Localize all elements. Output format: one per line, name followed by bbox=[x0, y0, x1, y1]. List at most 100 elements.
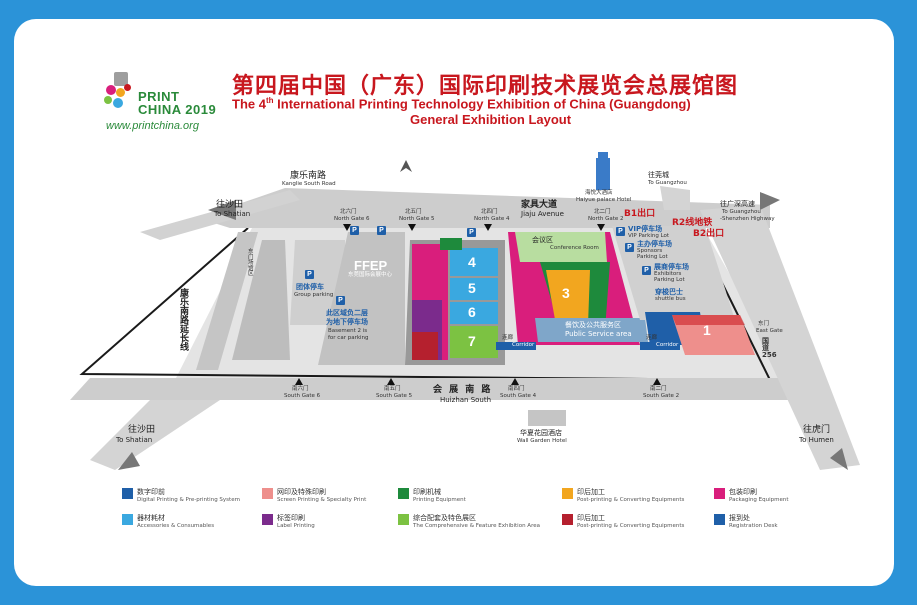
title-english: The 4th International Printing Technolog… bbox=[232, 96, 691, 111]
public-service-cn: 餐饮及公共服务区 bbox=[565, 321, 621, 329]
hall-1-top bbox=[672, 315, 745, 325]
p-north4-icon: P bbox=[467, 228, 476, 237]
basement-cn2: 为地下停车场 bbox=[326, 318, 368, 326]
gate-n5-cn: 北五门 bbox=[405, 209, 422, 215]
vip-parking-en: VIP Parking Lot bbox=[628, 233, 670, 239]
hall-5-label[interactable]: 5 bbox=[468, 280, 476, 296]
left-block-c bbox=[318, 232, 405, 365]
sponsor-parking-p-icon: P bbox=[625, 243, 634, 252]
gate-n5-marker-icon bbox=[408, 224, 416, 231]
legend-cn: 器材耗材 bbox=[137, 514, 165, 522]
logo-line1: PRINT bbox=[138, 89, 180, 104]
hall-6-shape bbox=[450, 302, 498, 324]
left-block-a bbox=[232, 240, 290, 360]
hall-4-shape bbox=[450, 248, 498, 276]
conference-cn: 会议区 bbox=[532, 236, 553, 244]
gate-s2-marker-icon bbox=[653, 378, 661, 385]
legend-en: Screen Printing & Specialty Print bbox=[277, 497, 367, 503]
gate-n6-cn: 北六门 bbox=[340, 209, 357, 215]
basement-cn1: 此区域负二层 bbox=[326, 309, 368, 317]
legend-swatch bbox=[122, 488, 133, 499]
road-bottom-left bbox=[90, 400, 220, 470]
public-service-block bbox=[535, 318, 648, 342]
gate-s4-en: South Gate 4 bbox=[500, 393, 537, 399]
legend-swatch bbox=[562, 488, 573, 499]
legend-cn: 数字印前 bbox=[137, 488, 165, 496]
hall-6-label[interactable]: 6 bbox=[468, 304, 476, 320]
south-road bbox=[70, 378, 800, 400]
right-parking-area bbox=[612, 226, 735, 320]
hall-1-label[interactable]: 1 bbox=[703, 322, 711, 338]
gate-east-cn: 东门 bbox=[758, 321, 770, 327]
vip-parking-p-icon: P bbox=[616, 227, 625, 236]
kangle-road-ext bbox=[196, 232, 258, 370]
road-highway-cn: 往广深高速 bbox=[720, 200, 755, 208]
hall-4-label[interactable]: 4 bbox=[468, 254, 476, 270]
p-north6-icon: P bbox=[350, 226, 359, 235]
road-humen-en: To Humen bbox=[799, 436, 834, 444]
north-road bbox=[198, 188, 770, 228]
legend-swatch bbox=[714, 488, 725, 499]
hall-3-label[interactable]: 3 bbox=[562, 285, 570, 301]
basement-p-icon: P bbox=[336, 296, 345, 305]
road-highway-en2: -Shenzhen Highway bbox=[720, 216, 775, 222]
hall-3-orange bbox=[546, 270, 590, 325]
logo-url[interactable]: www.printchina.org bbox=[106, 120, 199, 132]
title-en-prefix: The 4 bbox=[232, 96, 266, 112]
legend-en: Registration Desk bbox=[729, 523, 778, 529]
arrow-bottom-right bbox=[830, 448, 848, 470]
legend-cn: 综合配套及特色展区 bbox=[413, 514, 476, 522]
sponsor-parking-cn: 主办停车场 bbox=[637, 240, 672, 248]
hall-block-green-strip bbox=[440, 238, 462, 250]
ffep-logo: FFEP bbox=[354, 258, 388, 273]
title-en-sup: th bbox=[265, 96, 274, 105]
legend-en: Digital Printing & Pre-printing System bbox=[137, 497, 240, 503]
road-kangle-en: Kanglie South Road bbox=[282, 181, 336, 187]
corridor-right-en: Corridor bbox=[656, 342, 679, 348]
registration-icon bbox=[714, 514, 725, 525]
sponsor-parking-en2: Parking Lot bbox=[637, 254, 668, 260]
exit-b1: B1出口 bbox=[624, 209, 656, 219]
legend-cn: 网印及特殊印刷 bbox=[277, 488, 326, 496]
compass-icon bbox=[400, 160, 412, 172]
arrow-to-shatian-top bbox=[208, 200, 236, 220]
wall-garden-cn: 华夏花园酒店 bbox=[520, 429, 562, 437]
gate-s5-en: South Gate 5 bbox=[376, 393, 413, 399]
corridor-left-cn: 连廊 bbox=[502, 335, 514, 341]
group-parking-en: Group parking bbox=[294, 292, 334, 298]
public-service-en: Public Service area bbox=[565, 330, 632, 338]
road-guangzhou-en: To Guangzhou bbox=[648, 180, 687, 186]
road-g256: 国道256 bbox=[762, 337, 777, 359]
road-jiaju-en: Jiaju Avenue bbox=[521, 210, 564, 218]
road-to-guangzhou bbox=[660, 186, 690, 210]
road-shatian-top-en: To Shatian bbox=[214, 210, 251, 218]
top-left-road bbox=[140, 190, 300, 240]
road-huizhan-cn: 会 展 南 路 bbox=[433, 385, 493, 395]
left-road-label: 东门场馆区 bbox=[248, 249, 254, 277]
perimeter-route bbox=[79, 227, 772, 382]
legend-en: Post-printing & Converting Equipments bbox=[577, 523, 685, 529]
basement-en2: for car parking bbox=[328, 335, 369, 341]
hotel-en: Haiyue palace Hotel bbox=[576, 197, 632, 203]
hall-block-red bbox=[412, 332, 438, 360]
road-shatian-bot-en: To Shatian bbox=[116, 436, 153, 444]
metro-r2: R2线地铁 bbox=[672, 218, 713, 228]
gate-s6-cn: 南六门 bbox=[292, 386, 309, 392]
legend-swatch bbox=[122, 514, 133, 525]
hall-7-shape bbox=[450, 326, 498, 358]
legend-cn: 印后加工 bbox=[577, 514, 605, 522]
legend-cn: 标签印刷 bbox=[277, 514, 305, 522]
hall-7-label[interactable]: 7 bbox=[468, 333, 476, 349]
gate-s6-en: South Gate 6 bbox=[284, 393, 321, 399]
gate-n6-marker-icon bbox=[343, 224, 351, 231]
group-parking-p-icon: P bbox=[305, 270, 314, 279]
gate-n6-en: North Gate 6 bbox=[334, 216, 370, 222]
exhibitor-parking-cn: 展商停车场 bbox=[654, 263, 689, 271]
